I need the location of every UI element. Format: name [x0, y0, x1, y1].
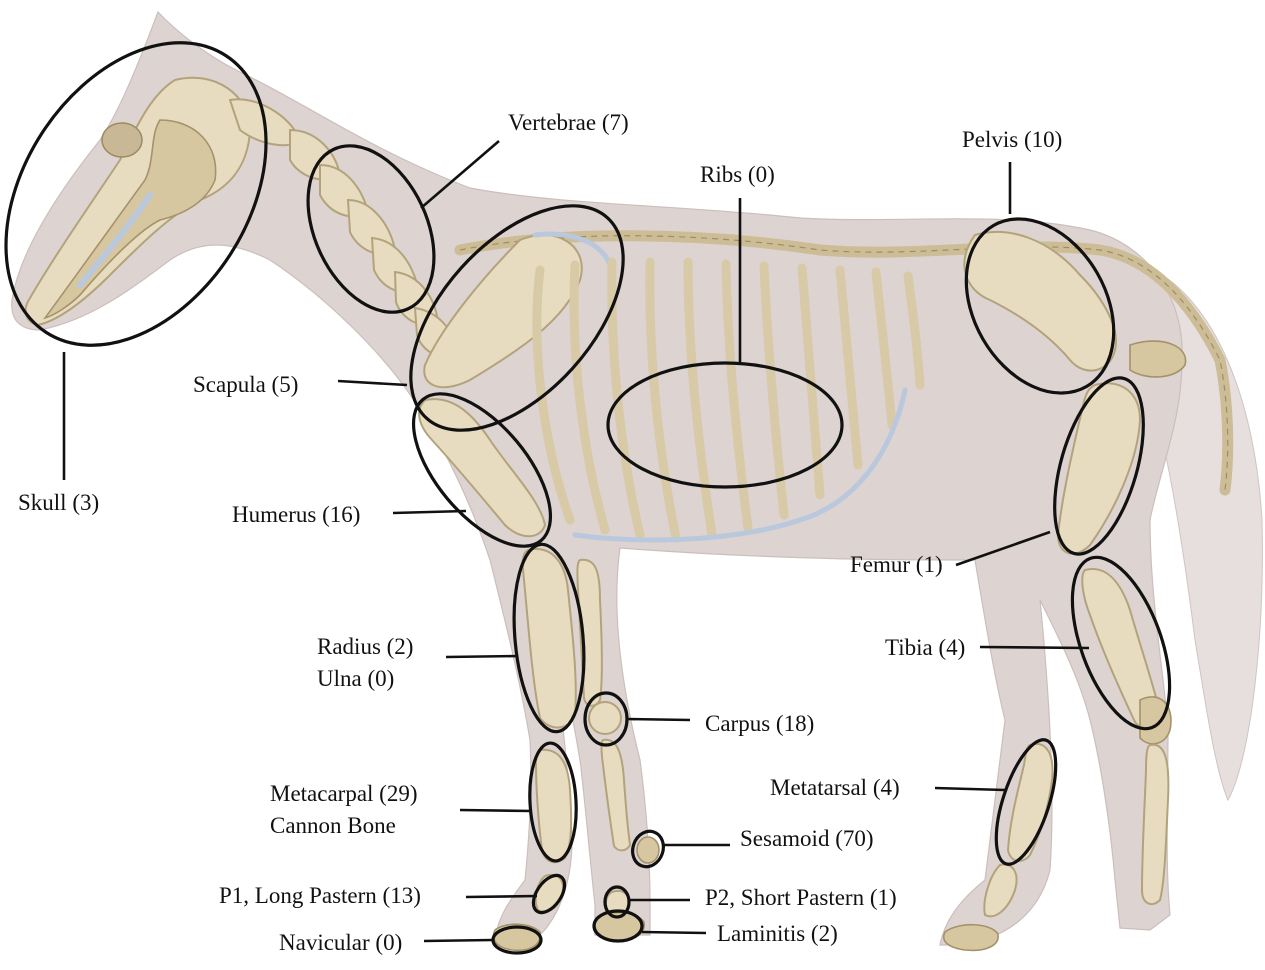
carpus-leader — [627, 719, 690, 720]
humerus-leader — [393, 511, 466, 513]
metacarpal-bone — [536, 750, 571, 862]
carpus-bone — [589, 702, 621, 734]
tibia-label: Tibia (4) — [885, 635, 965, 660]
navicular-label: Navicular (0) — [279, 930, 402, 955]
metatarsal-leader — [935, 788, 1005, 790]
laminitis-label: Laminitis (2) — [717, 921, 838, 946]
metacarpal-leader — [460, 810, 531, 811]
humerus-label: Humerus (16) — [232, 502, 360, 527]
carpus-label: Carpus (18) — [705, 711, 814, 736]
skull-label: Skull (3) — [18, 490, 99, 515]
metacarpal-label: Metacarpal (29) — [270, 781, 418, 806]
hock-bone — [1140, 697, 1171, 744]
sesamoid-label: Sesamoid (70) — [740, 826, 874, 851]
sesamoid-bone — [637, 837, 659, 863]
navicular-leader — [424, 940, 493, 941]
hoof-hind — [944, 925, 998, 951]
p1-label: P1, Long Pastern (13) — [219, 883, 421, 908]
scapula-label: Scapula (5) — [193, 372, 298, 397]
laminitis-leader — [642, 932, 706, 933]
ribs-label: Ribs (0) — [700, 162, 775, 187]
p2-label: P2, Short Pastern (1) — [705, 885, 897, 910]
femur-label: Femur (1) — [850, 552, 943, 577]
hip-joint — [1130, 341, 1186, 377]
radius-label: Radius (2) — [317, 634, 413, 659]
eye-socket — [102, 123, 142, 157]
vertebrae-label: Vertebrae (7) — [508, 110, 629, 135]
p1-leader — [466, 896, 537, 897]
cannon-bone-label: Cannon Bone — [270, 813, 396, 838]
scapula-leader — [338, 381, 407, 385]
pelvis-label: Pelvis (10) — [962, 127, 1062, 152]
radius-leader — [446, 656, 518, 657]
metatarsal-label: Metatarsal (4) — [770, 775, 900, 800]
tibia-leader — [980, 647, 1089, 648]
ulna-label: Ulna (0) — [317, 666, 394, 691]
